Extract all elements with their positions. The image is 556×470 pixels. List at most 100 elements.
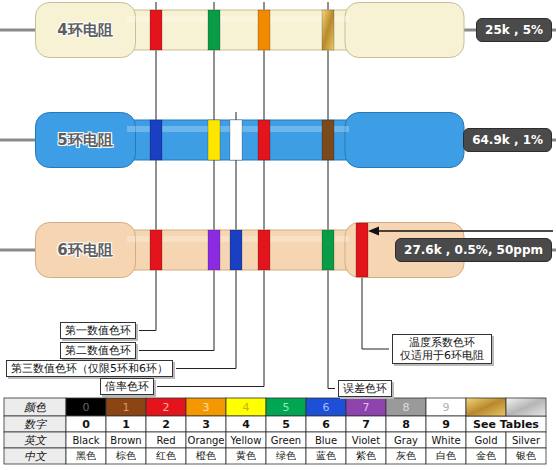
resistor-cap	[345, 113, 464, 168]
callout-text: 第二数值色环	[65, 344, 131, 357]
color-band	[322, 230, 334, 270]
resistor-body: 5环电阻	[35, 112, 465, 168]
table-text: 黄色	[226, 448, 266, 464]
table-text: Blue	[306, 432, 346, 448]
table-text: 黑色	[66, 448, 106, 464]
arrow-head	[368, 227, 379, 236]
value-box: 64.9k , 1%	[463, 128, 552, 152]
value-text: 27.6k , 0.5%, 50ppm	[404, 243, 543, 257]
table-text: 8	[386, 416, 426, 432]
color-band	[258, 120, 270, 160]
table-cell	[106, 448, 146, 464]
color-band	[150, 230, 162, 270]
table-text: 5	[266, 398, 306, 416]
table-text: Black	[66, 432, 106, 448]
color-band	[258, 230, 270, 270]
color-band	[258, 10, 270, 50]
pointer-arrow	[376, 230, 553, 232]
table-cell	[4, 432, 66, 448]
row-header: 数字	[4, 416, 66, 432]
table-cell	[306, 398, 346, 416]
table-cell	[226, 398, 266, 416]
table-text: 2	[146, 398, 186, 416]
table-text: 6	[306, 416, 346, 432]
table-cell	[66, 398, 106, 416]
callout-text: 倍率色环	[105, 380, 149, 393]
table-text: Green	[266, 432, 306, 448]
leader-line	[139, 2, 156, 331]
table-text: 棕色	[106, 448, 146, 464]
table-cell	[146, 448, 186, 464]
color-band	[230, 120, 242, 160]
table-cell	[386, 448, 426, 464]
callout-box: 误差色环	[338, 380, 392, 397]
color-band	[230, 230, 242, 270]
table-cell	[106, 432, 146, 448]
table-text: 橙色	[186, 448, 226, 464]
table-cell	[346, 448, 386, 464]
resistor-name: 6环电阻	[43, 241, 127, 260]
resistor-cap	[36, 113, 136, 168]
table-cell	[266, 448, 306, 464]
color-band	[208, 120, 220, 160]
table-text: 7	[346, 416, 386, 432]
resistor-name: 5环电阻	[43, 131, 127, 150]
table-cell	[186, 432, 226, 448]
table-text: 银色	[506, 448, 546, 464]
table-cell	[506, 432, 546, 448]
callout-box: 温度系数色环 仅适用于6环电阻	[392, 334, 492, 364]
table-text: 灰色	[386, 448, 426, 464]
table-cell	[266, 398, 306, 416]
table-text: White	[426, 432, 466, 448]
table-cell	[186, 416, 226, 432]
table-cell	[266, 432, 306, 448]
table-text: 5	[266, 416, 306, 432]
table-cell	[506, 398, 546, 416]
callout-box: 第一数值色环	[60, 322, 136, 339]
table-text: 红色	[146, 448, 186, 464]
row-header: 中文	[4, 448, 66, 464]
table-text: 3	[186, 416, 226, 432]
table-cell	[306, 448, 346, 464]
resistor-core	[123, 230, 353, 270]
resistor-core	[123, 10, 353, 50]
table-text: Yellow	[226, 432, 266, 448]
table-text: 9	[426, 416, 466, 432]
table-text: Gray	[386, 432, 426, 448]
color-band	[322, 120, 334, 160]
row-header: 英文	[4, 432, 66, 448]
table-cell	[386, 398, 426, 416]
color-band	[150, 10, 162, 50]
value-box: 27.6k , 0.5%, 50ppm	[395, 238, 552, 262]
table-cell	[186, 398, 226, 416]
table-cell	[106, 398, 146, 416]
leader-line	[139, 2, 214, 351]
table-text: 紫色	[346, 448, 386, 464]
table-cell	[466, 432, 506, 448]
table-text: 2	[146, 416, 186, 432]
table-cell	[266, 416, 306, 432]
table-cell	[506, 448, 546, 464]
leader-line	[157, 2, 264, 387]
table-cell	[346, 398, 386, 416]
table-text: Gold	[466, 432, 506, 448]
table-cell	[466, 416, 546, 432]
resistor-cap	[345, 3, 464, 58]
table-cell	[226, 432, 266, 448]
table-cell	[306, 432, 346, 448]
table-text: 4	[226, 398, 266, 416]
table-cell	[66, 432, 106, 448]
table-cell	[4, 398, 66, 416]
table-text: 1	[106, 398, 146, 416]
table-text: See Tables	[466, 416, 546, 432]
resistor-cap	[36, 223, 136, 278]
leader-lines	[139, 2, 389, 389]
resistor-name: 4环电阻	[43, 21, 127, 40]
table-text: 白色	[426, 448, 466, 464]
table-cell	[146, 416, 186, 432]
table-cell	[66, 416, 106, 432]
table-cell	[386, 432, 426, 448]
